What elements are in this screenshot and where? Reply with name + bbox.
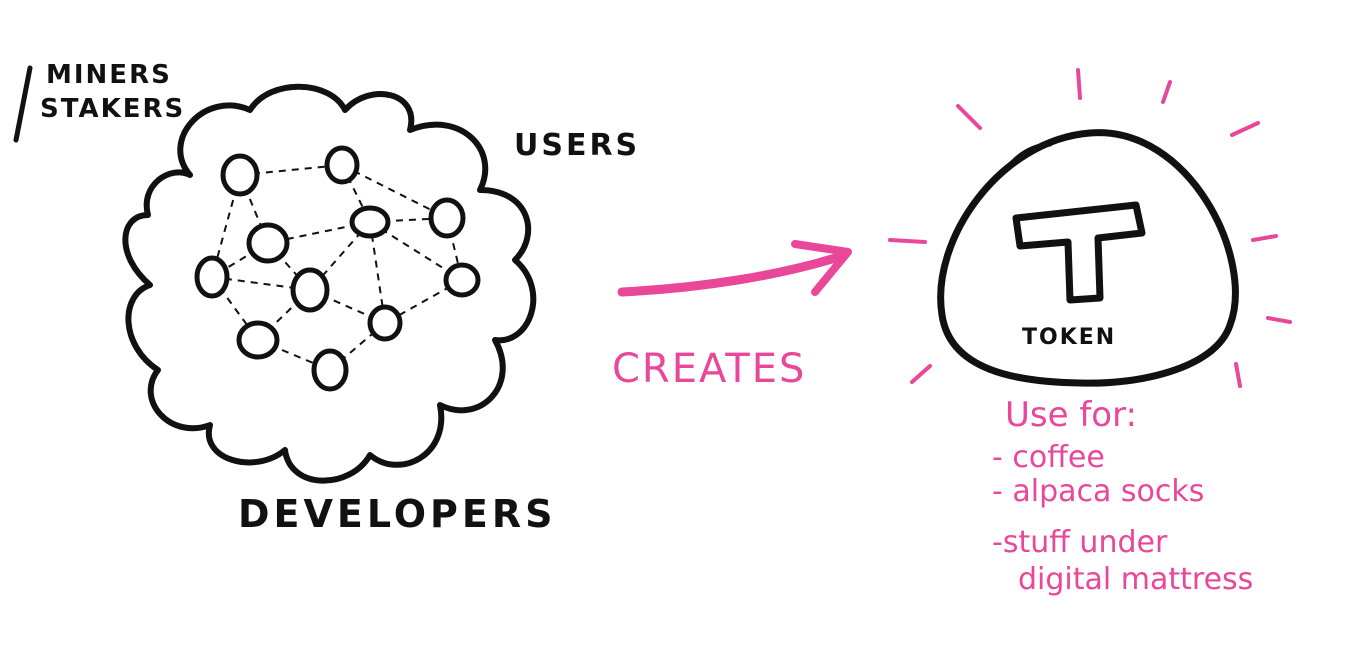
- network-node: [220, 153, 260, 197]
- use-for-item: digital mattress: [1018, 562, 1254, 597]
- miners-stakers-slash: [13, 65, 33, 143]
- token-glow-rays: [888, 68, 1292, 388]
- users-label: USERS: [514, 128, 641, 163]
- network-node: [236, 320, 280, 360]
- network-node: [311, 348, 349, 392]
- token-highlight: [1005, 141, 1053, 171]
- token-label: TOKEN: [1022, 325, 1117, 350]
- creates-arrow: [617, 240, 852, 297]
- token-letter-t: [1012, 201, 1146, 304]
- network-node: [443, 262, 481, 298]
- use-for-heading: Use for:: [1005, 395, 1137, 435]
- network-node: [194, 255, 230, 299]
- use-for-item: -stuff under: [992, 525, 1168, 560]
- miners-label: MINERS: [46, 60, 172, 90]
- network-node: [367, 304, 403, 342]
- network-node: [428, 197, 466, 239]
- stakers-label: STAKERS: [40, 94, 186, 124]
- network-node: [290, 267, 330, 313]
- network-cloud: [122, 83, 537, 484]
- network-node: [246, 222, 290, 264]
- network-node: [349, 205, 391, 239]
- network-nodes: [194, 145, 481, 392]
- creates-label: CREATES: [612, 346, 807, 392]
- token-shape: [937, 129, 1239, 387]
- developers-label: DEVELOPERS: [238, 492, 557, 536]
- network-node: [324, 145, 360, 185]
- use-for-item: - alpaca socks: [992, 474, 1205, 509]
- use-for-item: - coffee: [992, 440, 1105, 475]
